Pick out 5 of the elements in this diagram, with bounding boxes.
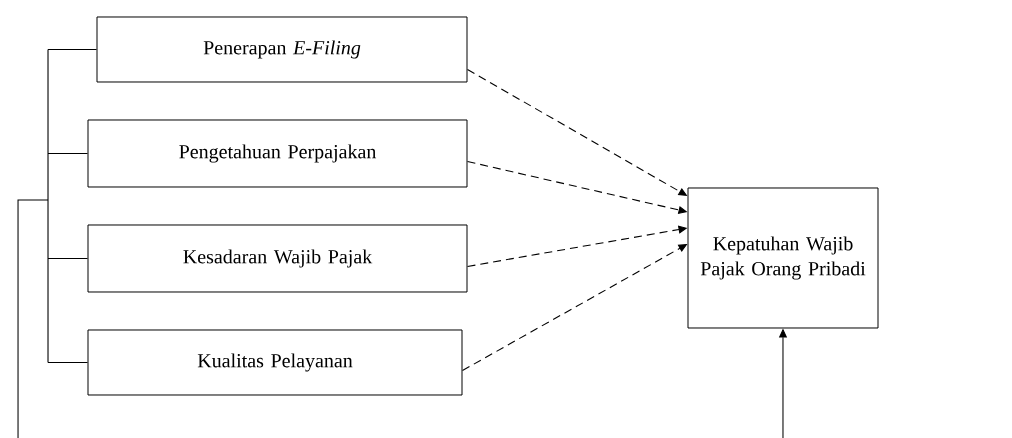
text-box: Pengetahuan Perpajakan bbox=[87, 119, 468, 188]
text-box: Kesadaran Wajib Pajak bbox=[87, 224, 468, 293]
text-box: Kualitas Pelayanan bbox=[87, 329, 463, 396]
text-box: Penerapan E-Filing bbox=[96, 16, 468, 83]
text-box: Kepatuhan Wajib Pajak Orang Pribadi bbox=[687, 187, 879, 329]
